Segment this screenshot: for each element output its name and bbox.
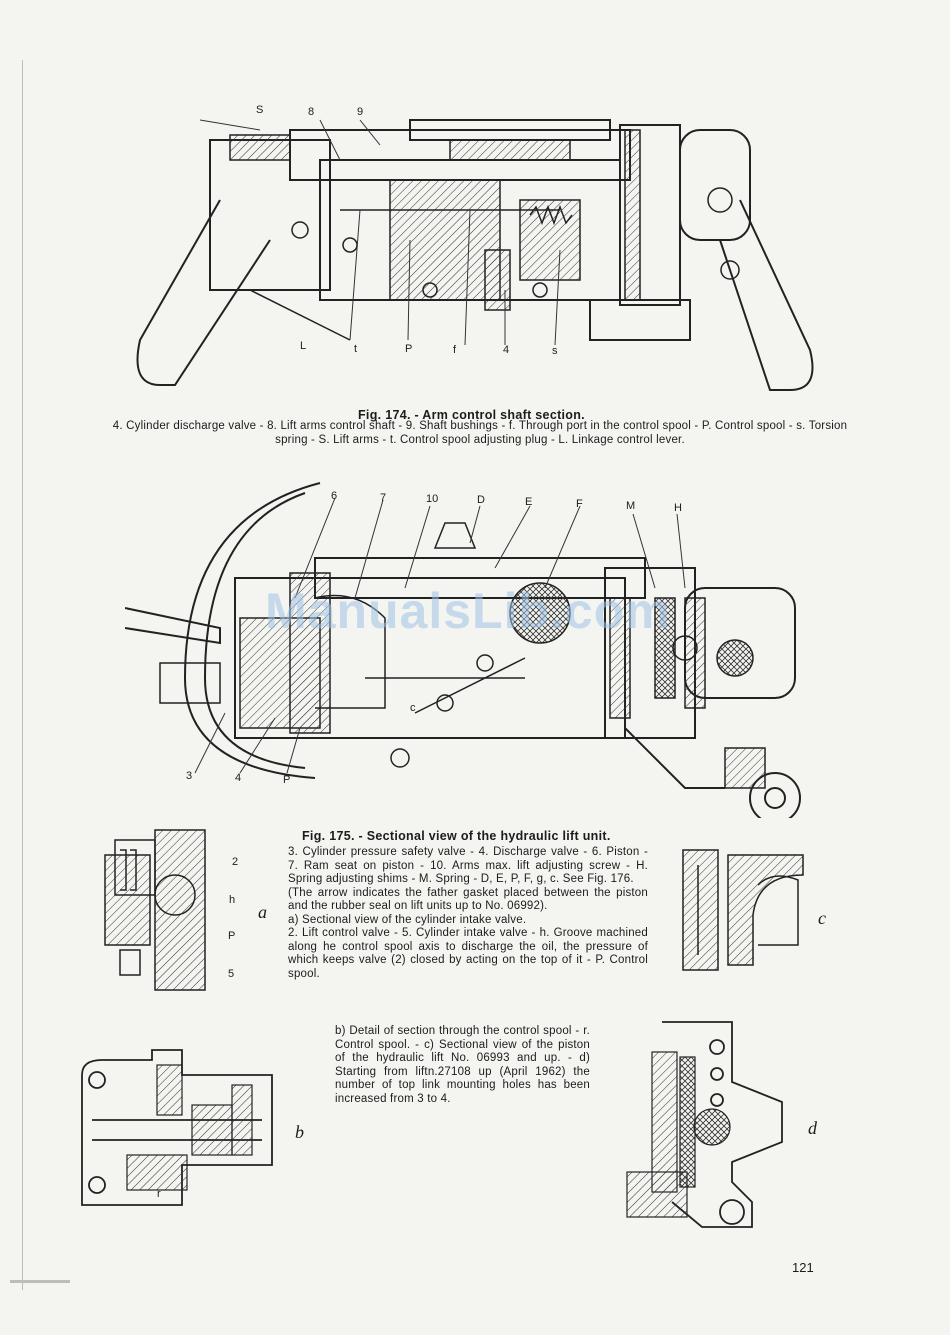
fig174-label-L: L: [300, 340, 307, 352]
fig175-caption-parts: 3. Cylinder pressure safety valve - 4. D…: [288, 846, 648, 885]
piston-section-illustration: [682, 849, 804, 971]
cylinder-intake-valve-illustration: [104, 829, 206, 991]
fig175-caption-block: 3. Cylinder pressure safety valve - 4. D…: [288, 846, 648, 981]
fig174-drawing: [120, 100, 840, 400]
fig175-label-D: D: [477, 494, 485, 506]
fig174-label-s: s: [552, 345, 558, 357]
control-spool-detail-illustration: [81, 1049, 273, 1206]
fig174-label-t: t: [354, 343, 358, 355]
fig174-label-f: f: [453, 344, 457, 356]
detail-a-letter: a: [258, 902, 267, 922]
fig175-label-4: 4: [235, 772, 242, 784]
detail-a-label-P: P: [228, 930, 236, 942]
fig175-label-M: M: [626, 500, 636, 512]
scan-edge-bottom: [10, 1280, 70, 1283]
fig175-label-3: 3: [186, 770, 193, 782]
detail-a-label-h: h: [229, 894, 236, 906]
hydraulic-lift-unit-illustration: [125, 482, 801, 818]
detail-d-drawing: [622, 1012, 792, 1237]
fig175-caption-arrow-note: (The arrow indicates the father gasket p…: [288, 886, 648, 913]
fig174-caption: 4. Cylinder discharge valve - 8. Lift ar…: [112, 420, 848, 446]
fig175-drawing: [125, 478, 825, 818]
fig174-label-8: 8: [308, 106, 315, 118]
detail-c-letter: c: [818, 908, 826, 928]
detail-b-letter: b: [295, 1122, 304, 1142]
detail-c-drawing: [678, 845, 808, 975]
top-link-mounting-illustration: [626, 1021, 783, 1228]
detail-a-label-5: 5: [228, 968, 235, 980]
fig175-caption-a-detail: 2. Lift control valve - 5. Cylinder inta…: [288, 927, 648, 980]
fig175-label-H: H: [674, 502, 682, 514]
detail-b-drawing: [72, 1045, 282, 1210]
arm-control-shaft-illustration: [136, 119, 814, 391]
fig175-label-c: c: [410, 702, 416, 714]
fig174-label-S: S: [256, 104, 264, 116]
fig175-label-P: P: [283, 774, 291, 786]
fig174-label-4: 4: [503, 344, 510, 356]
watermark: ManualsLib.com: [265, 583, 671, 639]
fig175-label-7: 7: [380, 492, 387, 504]
scan-edge-left: [22, 60, 23, 1290]
fig174-title: Fig. 174. - Arm control shaft section.: [358, 408, 585, 422]
fig175-label-6: 6: [331, 490, 338, 502]
detail-a-label-2: 2: [232, 856, 239, 868]
page-number: 121: [792, 1260, 814, 1275]
detail-a-drawing: [100, 825, 210, 995]
fig175-label-F: F: [576, 498, 583, 510]
fig175-caption-a-title: a) Sectional view of the cylinder intake…: [288, 913, 527, 926]
fig175-label-E: E: [525, 496, 533, 508]
detail-d-letter: d: [808, 1118, 817, 1138]
fig175-title: Fig. 175. - Sectional view of the hydrau…: [302, 829, 611, 843]
fig174-label-P: P: [405, 343, 413, 355]
fig175-caption-bcd: b) Detail of section through the control…: [335, 1025, 590, 1105]
fig175-label-10: 10: [426, 493, 439, 505]
detail-b-label-r: r: [157, 1188, 161, 1200]
fig174-label-9: 9: [357, 106, 364, 118]
